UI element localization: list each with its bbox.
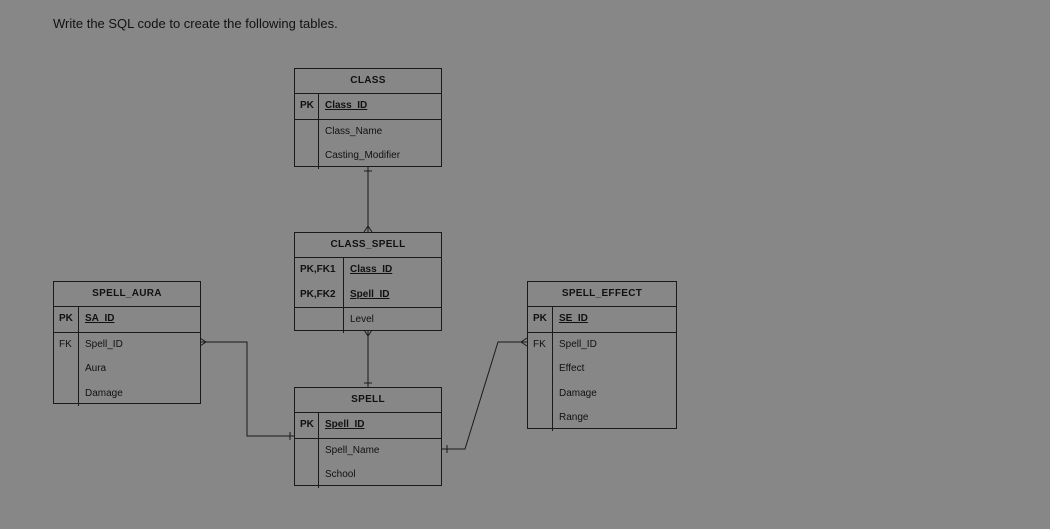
class-to-class-spell-connector [363,166,373,233]
attribute-field: Range [559,412,589,423]
key-label: PK [59,313,73,324]
attribute-field: Aura [85,363,107,374]
primary-key-field: Class_ID [350,264,393,275]
entity-class-spell: CLASS_SPELL PK,FK1 PK,FK2 Class_ID Spell… [294,232,442,333]
attribute-field: Spell_ID [559,338,597,350]
key-label: PK,FK2 [300,288,336,300]
key-label: PK [300,100,314,111]
entity-title: SPELL_AURA [54,282,200,307]
attribute-field: Effect [559,363,585,374]
primary-key-field: Class_ID [325,100,368,111]
primary-key-section: PK Spell_ID [295,413,441,439]
spell-to-spell-effect-connector [442,337,528,453]
entity-title: SPELL_EFFECT [528,282,676,307]
attribute-field: Casting_Modifier [325,150,401,161]
primary-key-field: SE_ID [559,313,588,324]
key-label: FK [533,338,546,350]
attribute-field: Damage [85,387,123,399]
spell-to-spell-aura-connector [199,337,294,440]
question-prompt: Write the SQL code to create the followi… [53,16,338,31]
entity-spell-effect: SPELL_EFFECT PK SE_ID FK Spell_ID Effect… [527,281,677,431]
primary-key-field: Spell_ID [350,288,390,300]
primary-key-section: PK,FK1 PK,FK2 Class_ID Spell_ID [295,258,441,308]
attribute-section: FK Spell_ID Effect Damage Range [528,332,676,431]
entity-spell-aura: SPELL_AURA PK SA_ID FK Spell_ID Aura Dam… [53,281,201,406]
attribute-field: Class_Name [325,125,383,137]
attribute-section: FK Spell_ID Aura Damage [54,332,200,406]
attribute-section: Class_Name Casting_Modifier [295,119,441,169]
entity-title: CLASS [295,69,441,94]
entity-class: CLASS PK Class_ID Class_Name Casting_Mod… [294,68,442,169]
attribute-field: Damage [559,387,597,399]
entity-title: CLASS_SPELL [295,233,441,258]
entity-spell: SPELL PK Spell_ID Spell_Name School [294,387,442,488]
key-label: PK,FK1 [300,264,336,275]
primary-key-field: SA_ID [85,313,115,324]
attribute-field: Spell_Name [325,444,380,456]
attribute-field: Spell_ID [85,338,123,350]
primary-key-field: Spell_ID [325,419,365,430]
key-label: PK [533,313,547,324]
primary-key-section: PK SE_ID [528,307,676,333]
entity-title: SPELL [295,388,441,413]
attribute-field: School [325,469,356,480]
key-label: PK [300,419,314,430]
key-label: FK [59,338,72,350]
attribute-field: Level [350,314,374,325]
spell-to-class-spell-connector [363,329,373,387]
primary-key-section: PK Class_ID [295,94,441,120]
attribute-section: Spell_Name School [295,438,441,488]
primary-key-section: PK SA_ID [54,307,200,333]
attribute-section: Level [295,308,441,333]
